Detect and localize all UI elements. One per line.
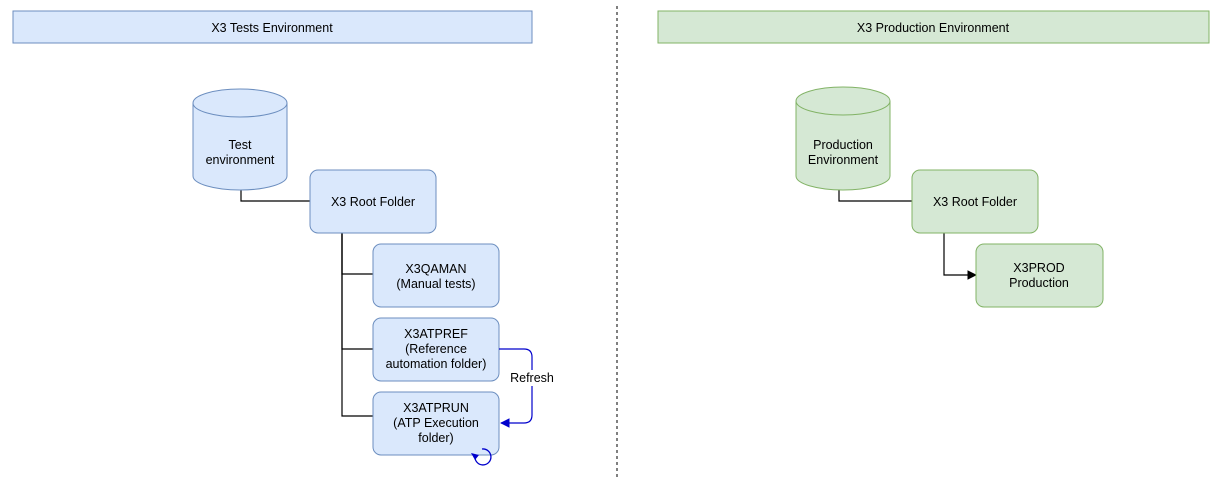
production-environment-database[interactable]: Production Environment	[795, 86, 891, 191]
x3atpref-label-line2: (Reference	[405, 342, 467, 356]
connector-root-x3atprun	[341, 233, 373, 417]
connector-root-x3qaman	[341, 233, 373, 275]
prod-root-folder-label: X3 Root Folder	[933, 195, 1017, 209]
x3atpref-label-line1: X3ATPREF	[404, 327, 468, 341]
test-db-label-line1: Test	[229, 138, 252, 152]
connector-testdb-root	[240, 190, 310, 202]
tests-root-folder-label: X3 Root Folder	[331, 195, 415, 209]
x3qaman-label-line1: X3QAMAN	[405, 262, 466, 276]
folder-x3qaman[interactable]: X3QAMAN (Manual tests)	[372, 243, 500, 308]
connector-root-x3prod	[943, 233, 977, 280]
refresh-label: Refresh	[510, 371, 554, 385]
x3atprun-label-line2: (ATP Execution	[393, 416, 479, 430]
rotate-icon[interactable]	[471, 448, 492, 466]
prod-env-header-label: X3 Production Environment	[857, 21, 1010, 35]
x3prod-label-line1: X3PROD	[1013, 261, 1064, 275]
x3prod-label-line2: Production	[1009, 276, 1069, 290]
test-environment-database[interactable]: Test environment	[192, 88, 288, 191]
folder-x3prod[interactable]: X3PROD Production	[975, 243, 1104, 308]
folder-x3atpref[interactable]: X3ATPREF (Reference automation folder)	[372, 317, 500, 382]
x3qaman-label-line2: (Manual tests)	[396, 277, 475, 291]
tests-root-folder[interactable]: X3 Root Folder	[309, 169, 437, 234]
folder-x3atprun[interactable]: X3ATPRUN (ATP Execution folder)	[372, 391, 500, 456]
x3atpref-label-line3: automation folder)	[386, 357, 487, 371]
connector-root-x3atpref	[341, 233, 373, 350]
tests-environment: X3 Tests Environment Test environment X3…	[12, 10, 555, 466]
test-db-label-line2: environment	[206, 153, 275, 167]
prod-root-folder[interactable]: X3 Root Folder	[911, 169, 1039, 234]
refresh-label-bg	[509, 370, 555, 386]
tests-env-header-label: X3 Tests Environment	[211, 21, 333, 35]
connector-proddb-root	[838, 190, 912, 202]
prod-db-label-line1: Production	[813, 138, 873, 152]
x3atprun-label-line3: folder)	[418, 431, 453, 445]
x3atprun-label-line1: X3ATPRUN	[403, 401, 469, 415]
production-environment: X3 Production Environment Production Env…	[657, 10, 1210, 308]
prod-env-header[interactable]: X3 Production Environment	[657, 10, 1210, 44]
tests-env-header[interactable]: X3 Tests Environment	[12, 10, 533, 44]
prod-db-label-line2: Environment	[808, 153, 879, 167]
